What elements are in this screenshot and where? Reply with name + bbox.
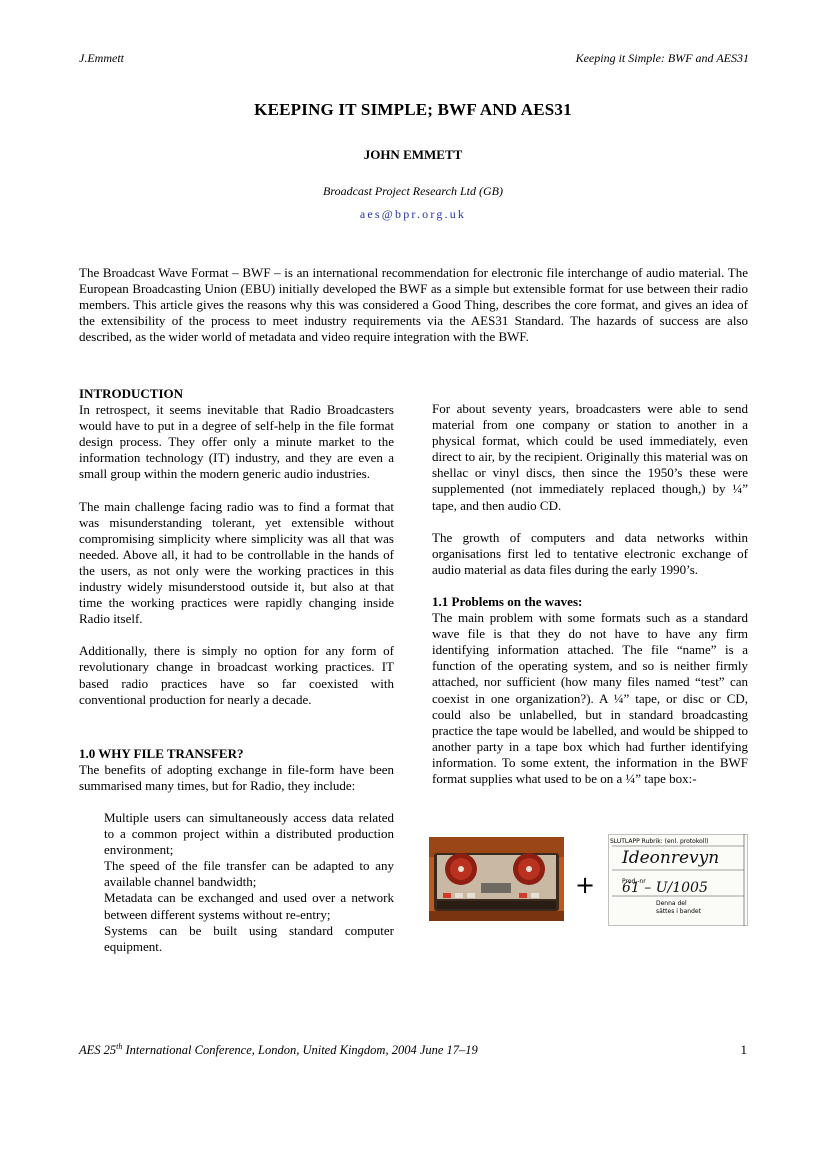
list-item: Multiple users can simultaneously access… — [104, 809, 394, 858]
introduction-paragraph-2: The main challenge facing radio was to f… — [79, 498, 394, 627]
abstract: The Broadcast Wave Format – BWF – is an … — [79, 265, 748, 345]
label-border — [608, 834, 748, 926]
label-note-line-2: sättes i bandet — [656, 908, 701, 915]
why-file-transfer-heading: 1.0 WHY FILE TRANSFER? — [79, 745, 244, 761]
author-email-link[interactable]: aes@bpr.org.uk — [359, 207, 467, 221]
problems-paragraph: The main problem with some formats such … — [432, 610, 748, 786]
conference-superscript: th — [116, 1042, 123, 1051]
label-header-text: SLUTLAPP Rubrik: (enl. protokoll) — [610, 838, 709, 845]
paper-title: KEEPING IT SIMPLE; BWF AND AES31 — [254, 100, 572, 119]
introduction-paragraph-3: Additionally, there is simply no option … — [79, 643, 394, 707]
running-header-author: J.Emmett — [79, 51, 124, 65]
list-item: Systems can be built using standard comp… — [104, 922, 394, 954]
why-file-transfer-paragraph: The benefits of adopting exchange in fil… — [79, 761, 394, 793]
networks-paragraph: The growth of computers and data network… — [432, 529, 748, 577]
label-prod-prefix: Prod.-nr — [622, 878, 646, 885]
list-item: The speed of the file transfer can be ad… — [104, 858, 394, 890]
introduction-paragraph-1: In retrospect, it seems inevitable that … — [79, 402, 394, 482]
problems-heading: 1.1 Problems on the waves: — [432, 593, 583, 609]
label-note-line-1: Denna del — [656, 900, 687, 907]
label-handwritten-title: Ideonrevyn — [622, 848, 720, 868]
benefits-list: Multiple users can simultaneously access… — [79, 810, 394, 955]
right-column: For about seventy years, broadcasters we… — [432, 401, 748, 787]
running-header-title: Keeping it Simple: BWF and AES31 — [575, 51, 749, 65]
history-paragraph: For about seventy years, broadcasters we… — [432, 401, 748, 513]
plus-sign: + — [575, 871, 596, 899]
conference-details: International Conference, London, United… — [122, 1043, 478, 1058]
tape-recorder-photo — [429, 837, 564, 921]
tape-box-label: SLUTLAPP Rubrik: (enl. protokoll) Ideonr… — [608, 834, 748, 926]
left-column: INTRODUCTION In retrospect, it seems ine… — [79, 386, 394, 955]
author-name: JOHN EMMETT — [363, 147, 463, 162]
conference-footer: AES 25th International Conference, Londo… — [79, 1042, 478, 1058]
conference-prefix: AES 25 — [79, 1043, 117, 1058]
author-affiliation: Broadcast Project Research Ltd (GB) — [323, 184, 503, 198]
label-handwritten-prod-number: 61 – U/1005 — [622, 880, 708, 896]
page-number: 1 — [740, 1042, 748, 1057]
introduction-heading: INTRODUCTION — [79, 386, 184, 401]
list-item: Metadata can be exchanged and used over … — [104, 890, 394, 922]
